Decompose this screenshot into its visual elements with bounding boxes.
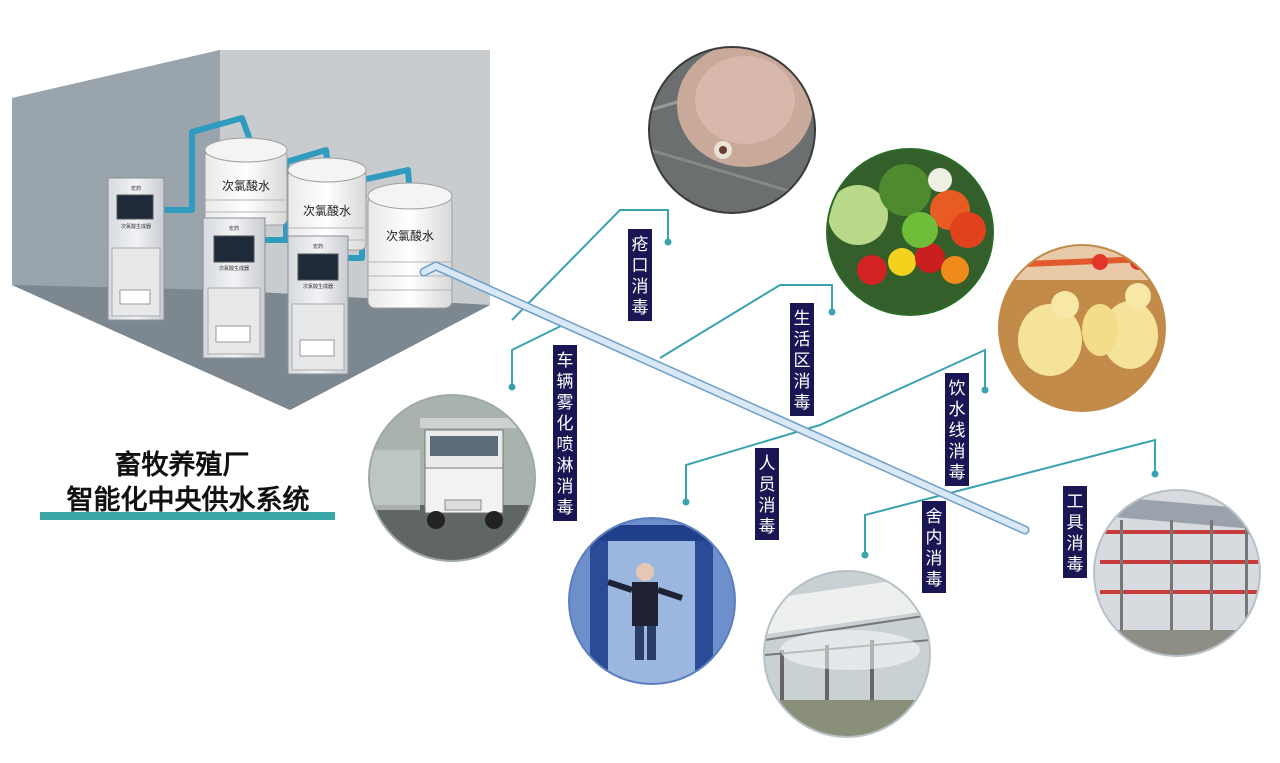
label-living: 生活区消毒: [790, 303, 814, 416]
label-box: [945, 373, 969, 486]
machine-brand: 宏药: [229, 225, 239, 232]
generator-machine-3: 宏药 次氯酸生成器: [287, 235, 349, 375]
photo-personnel: [568, 517, 736, 685]
label-drinking: 饮水线消毒: [945, 373, 969, 486]
tank-3: 次氯酸水: [367, 182, 453, 309]
title-underline: [40, 512, 335, 520]
label-personnel: 人员消毒: [755, 448, 779, 540]
label-text: 人员消毒: [759, 454, 776, 537]
vertical-labels: 疮口消毒生活区消毒 车辆雾化喷淋消毒 饮水线消毒人员消毒舍内消毒 工具消毒: [553, 229, 1087, 593]
photo-chicks: [998, 244, 1166, 412]
title-line-1: 畜牧养殖厂: [115, 449, 250, 481]
tank-label: 次氯酸水: [386, 228, 434, 243]
tank-label: 次氯酸水: [222, 178, 270, 193]
photo-truck: [368, 394, 536, 562]
label-box: [790, 303, 814, 416]
label-text: 疮口消毒: [632, 235, 649, 318]
branch-endpoints: [508, 238, 1159, 559]
label-box: [1063, 486, 1087, 578]
label-text: 舍内消毒: [926, 507, 943, 590]
machine-label: 次氯酸生成器: [219, 265, 249, 272]
label-text: 工具消毒: [1067, 492, 1084, 575]
tank-label: 次氯酸水: [303, 203, 351, 218]
label-tools: 工具消毒: [1063, 486, 1087, 578]
photo-vegetables: [826, 148, 994, 316]
title-line-2: 智能化中央供水系统: [67, 484, 310, 516]
tank-2: 次氯酸水: [287, 157, 367, 251]
branch-lines: [511, 209, 1156, 553]
label-house: 舍内消毒: [922, 501, 946, 593]
generator-machine-2: 宏药 次氯酸生成器: [202, 217, 266, 359]
label-text: 饮水线消毒: [949, 379, 966, 483]
machine-brand: 宏药: [131, 185, 141, 192]
label-box: [553, 345, 577, 521]
label-vehicle: 车辆雾化喷淋消毒: [553, 345, 577, 521]
machine-label: 次氯酸生成器: [121, 223, 151, 230]
generator-machine-1: 宏药 次氯酸生成器: [107, 177, 165, 321]
label-box: [628, 229, 652, 321]
label-box: [922, 501, 946, 593]
label-sore: 疮口消毒: [628, 229, 652, 321]
label-text: 生活区消毒: [794, 309, 811, 413]
photo-tool-cages: [1093, 489, 1261, 657]
main-supply-pipe: [419, 261, 1030, 535]
photo-house-spray: [763, 570, 931, 738]
diagram-title: 畜牧养殖厂 智能化中央供水系统: [40, 449, 335, 520]
machine-label: 次氯酸生成器: [303, 283, 333, 290]
label-box: [755, 448, 779, 540]
label-text: 车辆雾化喷淋消毒: [557, 351, 574, 518]
photo-sore-pig: [648, 46, 816, 214]
tank-1: 次氯酸水: [204, 137, 288, 226]
machine-brand: 宏药: [313, 243, 323, 250]
